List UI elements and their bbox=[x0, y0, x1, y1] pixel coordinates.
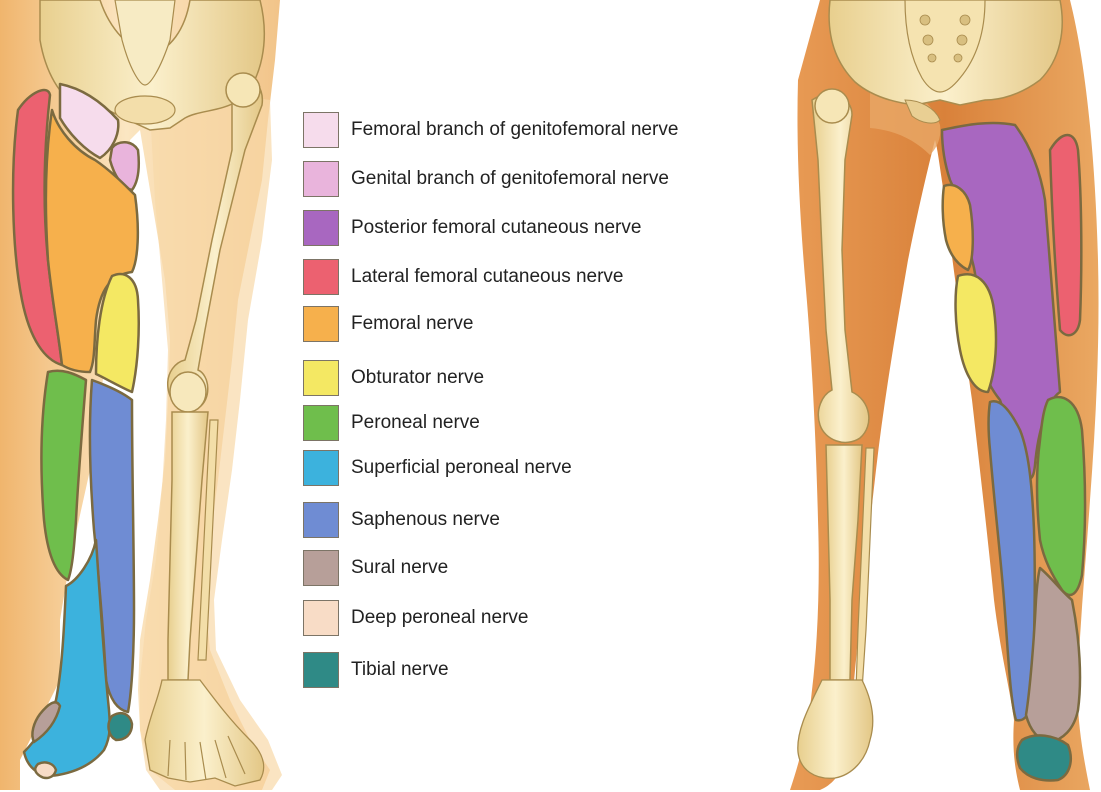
legend-item-tibial-nerve: Tibial nerve bbox=[303, 652, 773, 688]
legend-label: Superficial peroneal nerve bbox=[351, 457, 572, 479]
legend-swatch bbox=[303, 259, 339, 295]
legend-item-obturator-nerve: Obturator nerve bbox=[303, 360, 773, 396]
legend-swatch bbox=[303, 360, 339, 396]
region-peroneal-anterior bbox=[41, 371, 86, 580]
legend-label: Femoral branch of genitofemoral nerve bbox=[351, 119, 678, 141]
legend-item-saphenous-nerve: Saphenous nerve bbox=[303, 502, 773, 538]
region-tibial-posterior bbox=[1017, 735, 1071, 780]
posterior-dermatome-regions bbox=[942, 123, 1085, 781]
legend-label: Tibial nerve bbox=[351, 659, 449, 681]
legend-item-lateral-femoral-cutaneous: Lateral femoral cutaneous nerve bbox=[303, 259, 773, 295]
legend-item-superficial-peroneal-nerve: Superficial peroneal nerve bbox=[303, 450, 773, 486]
region-femoral-nerve-posterior bbox=[943, 185, 973, 270]
femoral-head bbox=[226, 73, 260, 107]
legend-item-deep-peroneal-nerve: Deep peroneal nerve bbox=[303, 600, 773, 636]
legend-swatch bbox=[303, 112, 339, 148]
legend-label: Lateral femoral cutaneous nerve bbox=[351, 266, 624, 288]
legend-swatch bbox=[303, 550, 339, 586]
legend-label: Posterior femoral cutaneous nerve bbox=[351, 217, 641, 239]
legend-item-genital-branch-genitofemoral: Genital branch of genitofemoral nerve bbox=[303, 161, 773, 197]
region-obturator-posterior bbox=[956, 274, 996, 392]
anterior-leg-view bbox=[0, 0, 282, 790]
legend-item-femoral-branch-genitofemoral: Femoral branch of genitofemoral nerve bbox=[303, 112, 773, 148]
pubic-bone bbox=[115, 96, 175, 124]
posterior-leg-view bbox=[790, 0, 1099, 790]
legend-item-sural-nerve: Sural nerve bbox=[303, 550, 773, 586]
legend-item-posterior-femoral-cutaneous: Posterior femoral cutaneous nerve bbox=[303, 210, 773, 246]
region-tibial-anterior bbox=[109, 713, 132, 740]
legend-label: Deep peroneal nerve bbox=[351, 607, 528, 629]
legend-swatch bbox=[303, 450, 339, 486]
legend-label: Sural nerve bbox=[351, 557, 448, 579]
legend-item-peroneal-nerve: Peroneal nerve bbox=[303, 405, 773, 441]
legend-label: Saphenous nerve bbox=[351, 509, 500, 531]
legend-swatch bbox=[303, 405, 339, 441]
region-deep-peroneal-anterior bbox=[35, 762, 56, 778]
posterior-femoral-head bbox=[815, 89, 849, 123]
patella bbox=[170, 372, 206, 412]
legend-label: Peroneal nerve bbox=[351, 412, 480, 434]
legend-swatch bbox=[303, 652, 339, 688]
legend-label: Obturator nerve bbox=[351, 367, 484, 389]
posterior-foot-bones bbox=[798, 680, 873, 778]
legend-item-femoral-nerve: Femoral nerve bbox=[303, 306, 773, 342]
legend-label: Femoral nerve bbox=[351, 313, 474, 335]
legend-swatch bbox=[303, 600, 339, 636]
legend-swatch bbox=[303, 306, 339, 342]
legend-swatch bbox=[303, 502, 339, 538]
legend-swatch bbox=[303, 210, 339, 246]
legend-label: Genital branch of genitofemoral nerve bbox=[351, 168, 669, 190]
legend-swatch bbox=[303, 161, 339, 197]
